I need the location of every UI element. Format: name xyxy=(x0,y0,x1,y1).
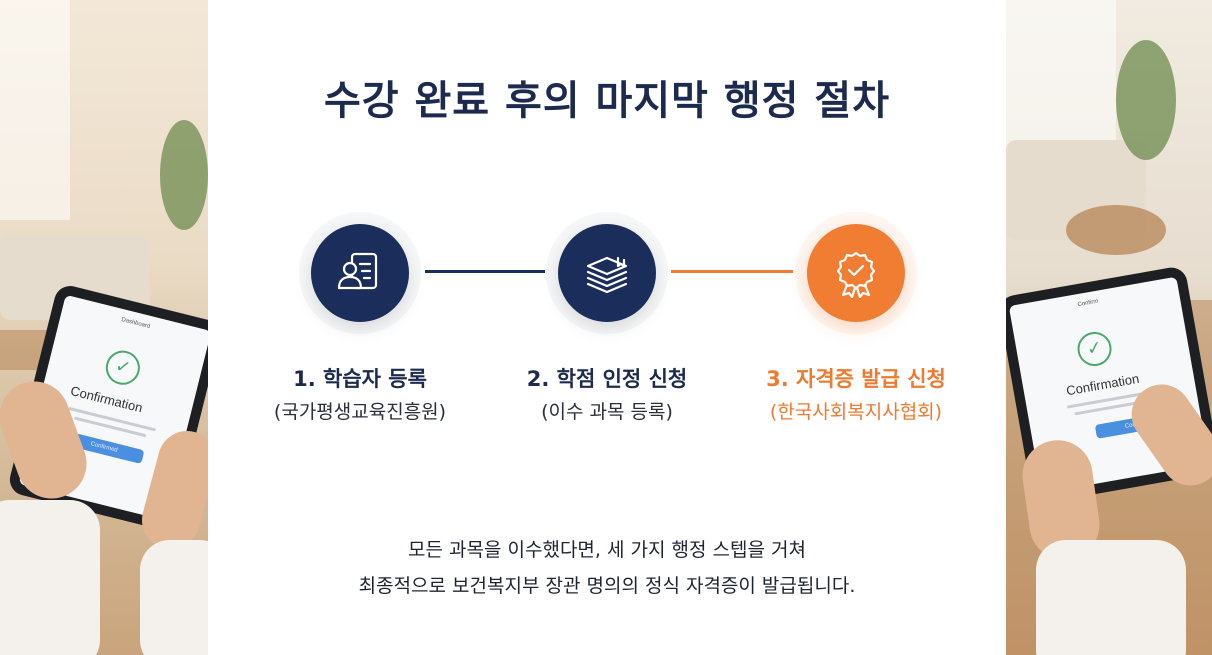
step-3-label: 3. 자격증 발급 신청 (한국사회복지사협회) xyxy=(736,365,976,427)
tablet-header: Confirm xyxy=(1077,298,1099,309)
left-photo-panel: Dashboard ✓ Confirmation Confirmed xyxy=(0,0,208,655)
page-title: 수강 완료 후의 마지막 행정 절차 xyxy=(323,78,891,124)
step-3-circle xyxy=(807,224,905,322)
step-connector xyxy=(671,270,793,273)
sleeve xyxy=(0,500,100,655)
description: 모든 과목을 이수했다면, 세 가지 행정 스텝을 거쳐 최종적으로 보건복지부… xyxy=(208,532,1006,604)
process-card: 수강 완료 후의 마지막 행정 절차 xyxy=(208,0,1006,655)
window-light xyxy=(0,0,70,220)
tablet-header: Dashboard xyxy=(120,317,151,330)
step-3-title: 3. 자격증 발급 신청 xyxy=(766,367,946,391)
coffee-table xyxy=(1066,205,1166,255)
window-light xyxy=(1006,0,1116,150)
step-2-title: 2. 학점 인정 신청 xyxy=(526,367,688,391)
checkmark-icon: ✓ xyxy=(102,347,144,389)
step-2-subtitle: (이수 과목 등록) xyxy=(541,401,673,423)
step-1-title: 1. 학습자 등록 xyxy=(293,367,427,391)
step-1-circle xyxy=(311,224,409,322)
description-line-1: 모든 과목을 이수했다면, 세 가지 행정 스텝을 거쳐 xyxy=(408,539,806,561)
sleeve xyxy=(140,540,208,655)
step-1-subtitle: (국가평생교육진흥원) xyxy=(273,401,447,423)
sleeve xyxy=(1036,540,1186,655)
right-photo-panel: Confirm ✓ Confirmation Confirm xyxy=(1006,0,1212,655)
step-1-label: 1. 학습자 등록 (국가평생교육진흥원) xyxy=(240,365,480,427)
plant xyxy=(1116,40,1176,160)
step-2-label: 2. 학점 인정 신청 (이수 과목 등록) xyxy=(487,365,727,427)
step-3-subtitle: (한국사회복지사협회) xyxy=(769,401,943,423)
user-id-card-icon xyxy=(337,252,378,290)
step-2-circle xyxy=(558,224,656,322)
description-line-2: 최종적으로 보건복지부 장관 명의의 정식 자격증이 발급됩니다. xyxy=(358,575,856,597)
stacked-books-icon xyxy=(586,256,628,294)
plant xyxy=(160,120,208,230)
checkmark-icon: ✓ xyxy=(1074,329,1115,369)
step-connector xyxy=(425,270,545,273)
award-badge-icon xyxy=(836,251,876,298)
